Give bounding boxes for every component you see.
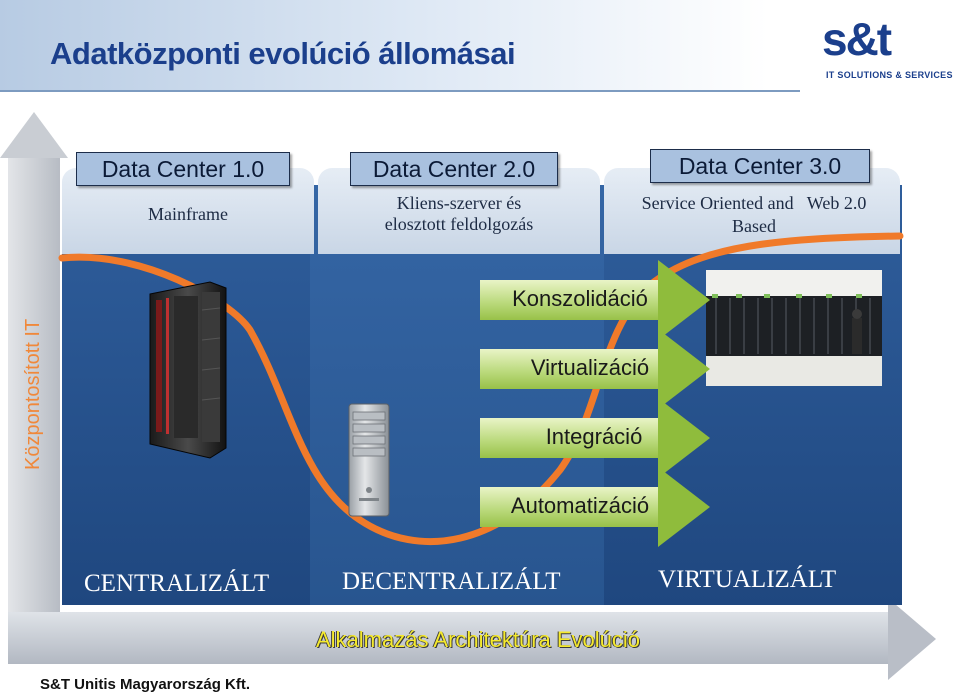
footer-company: S&T Unitis Magyarország Kft. [40, 676, 251, 693]
arrow-head [658, 467, 710, 547]
arrow-body [480, 280, 662, 320]
vertical-axis-arrow [8, 155, 60, 615]
column-subtitle-2: Kliens-szerver és elosztott feldolgozás [318, 193, 600, 235]
era-label-virtualized: VIRTUALIZÁLT [658, 566, 837, 593]
header-band [0, 0, 960, 92]
company-logo [805, 8, 953, 86]
horizontal-axis-arrow [8, 612, 890, 664]
logo-tagline: IT SOLUTIONS & SERVICES [826, 70, 953, 80]
arrow-body [480, 349, 662, 389]
era-label-decentralized: DECENTRALIZÁLT [342, 568, 561, 595]
mainframe-icon [149, 281, 227, 459]
column-subtitle-2-line-2: elosztott feldolgozás [384, 214, 534, 234]
arrow-body [480, 418, 662, 458]
column-subtitle-3-line-1: Service Oriented and Web 2.0 [641, 193, 867, 213]
arrow-head [658, 398, 710, 478]
datacenter-photo [706, 270, 882, 386]
era-label-centralized: CENTRALIZÁLT [84, 570, 270, 597]
horizontal-axis-arrowhead [888, 598, 936, 680]
column-subtitle-3-line-2: Based [732, 216, 776, 236]
page-title: Adatközponti evolúció állomásai [50, 36, 516, 71]
arrow-head [658, 260, 710, 340]
column-label-3: Data Center 3.0 [650, 149, 870, 183]
vertical-axis-arrowhead [0, 112, 68, 158]
arrow-label-consolidation: Konszolidáció [512, 286, 648, 311]
column-subtitle-2-line-1: Kliens-szerver és [396, 193, 522, 213]
arrow-body [480, 487, 662, 527]
arrow-head [658, 329, 710, 409]
arrow-label-integration: Integráció [545, 424, 643, 449]
logo-wordmark: s&t [822, 13, 892, 65]
pc-tower-icon [348, 403, 390, 517]
column-subtitle-3: Service Oriented and Web 2.0 Based [604, 192, 904, 238]
arrow-label-automation: Automatizáció [510, 493, 650, 518]
column-subtitle-1: Mainframe [148, 204, 228, 224]
header-divider [0, 90, 800, 92]
column-label-2: Data Center 2.0 [350, 152, 558, 186]
arrow-label-virtualization: Virtualizáció [530, 355, 650, 380]
column-label-1: Data Center 1.0 [76, 152, 290, 186]
column-band-2 [310, 185, 604, 605]
column-band-3 [604, 185, 902, 605]
horizontal-axis-label: Alkalmazás Architektúra Evolúció [316, 627, 641, 652]
